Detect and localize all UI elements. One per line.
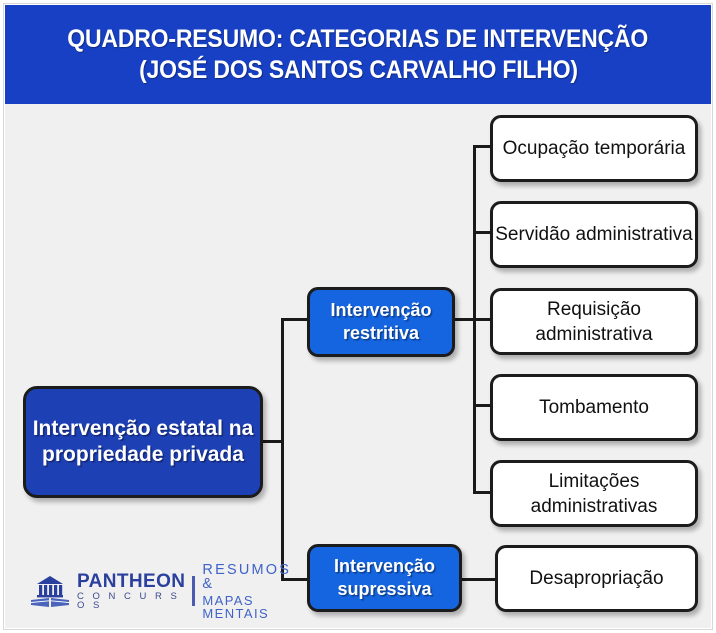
node-root-label: Intervenção estatal na propriedade priva… — [32, 417, 254, 466]
node-leaf-tombamento[interactable]: Tombamento — [490, 374, 698, 441]
connector-subtrunk-to-leaf-2 — [473, 231, 495, 234]
header-banner: QUADRO-RESUMO: CATEGORIAS DE INTERVENÇÃO… — [5, 5, 711, 104]
node-leaf-6-label: Desapropriação — [529, 568, 664, 589]
node-leaf-2-label: Servidão administrativa — [495, 224, 693, 245]
logo-wordmark: PANTHEON C O N C U R S O S RESUMOS & MAP… — [77, 561, 292, 621]
connector-branch-1-to-subtrunk — [452, 318, 476, 321]
logo-tagline-block: RESUMOS & MAPAS MENTAIS — [202, 561, 292, 621]
logo-brand-block: PANTHEON C O N C U R S O S — [77, 572, 185, 611]
node-branch-intervencao-restritiva[interactable]: Intervenção restritiva — [307, 287, 455, 357]
header-title-line-1: QUADRO-RESUMO: CATEGORIAS DE INTERVENÇÃO — [67, 24, 649, 53]
logo-divider — [192, 576, 196, 606]
node-branch-1-label: Intervenção restritiva — [330, 300, 432, 343]
node-leaf-requisicao-administrativa[interactable]: Requisição administrativa — [490, 288, 698, 355]
connector-main-trunk — [281, 318, 284, 581]
connector-subtrunk-to-leaf-4 — [473, 404, 495, 407]
header-title-line-2: (JOSÉ DOS SANTOS CARVALHO FILHO) — [138, 55, 578, 84]
pantheon-building-book-icon — [30, 574, 70, 608]
node-leaf-servidao-administrativa[interactable]: Servidão administrativa — [490, 201, 698, 268]
node-leaf-desapropriacao[interactable]: Desapropriação — [495, 545, 698, 612]
node-leaf-3-label: Requisição administrativa — [535, 298, 653, 345]
pantheon-logo: PANTHEON C O N C U R S O S RESUMOS & MAP… — [30, 562, 289, 620]
node-branch-2-label: Intervenção supressiva — [333, 556, 436, 599]
connector-branch-2-to-leaf-6 — [452, 578, 496, 581]
connector-subtrunk-to-leaf-3 — [473, 318, 495, 321]
logo-brand-name: PANTHEON — [77, 570, 186, 592]
connector-trunk-to-branch-1 — [281, 318, 311, 321]
node-branch-intervencao-supressiva[interactable]: Intervenção supressiva — [307, 544, 462, 612]
node-leaf-4-label: Tombamento — [539, 397, 649, 418]
connector-subtrunk-to-leaf-1 — [473, 145, 495, 148]
node-leaf-ocupacao-temporaria[interactable]: Ocupação temporária — [490, 115, 698, 182]
logo-brand-subtitle: C O N C U R S O S — [77, 590, 180, 611]
node-leaf-limitacoes-administrativas[interactable]: Limitações administrativas — [490, 460, 698, 527]
node-root[interactable]: Intervenção estatal na propriedade priva… — [23, 386, 263, 498]
connector-root-to-trunk — [260, 440, 284, 443]
logo-tagline-line-2: MAPAS MENTAIS — [202, 592, 270, 621]
node-leaf-5-label: Limitações administrativas — [530, 470, 658, 517]
connector-subtrunk-to-leaf-5 — [473, 491, 495, 494]
diagram-body: Intervenção estatal na propriedade priva… — [5, 104, 711, 628]
connector-trunk-to-branch-2 — [281, 578, 311, 581]
logo-tagline-line-1: RESUMOS & — [202, 561, 292, 592]
node-leaf-1-label: Ocupação temporária — [502, 138, 686, 159]
